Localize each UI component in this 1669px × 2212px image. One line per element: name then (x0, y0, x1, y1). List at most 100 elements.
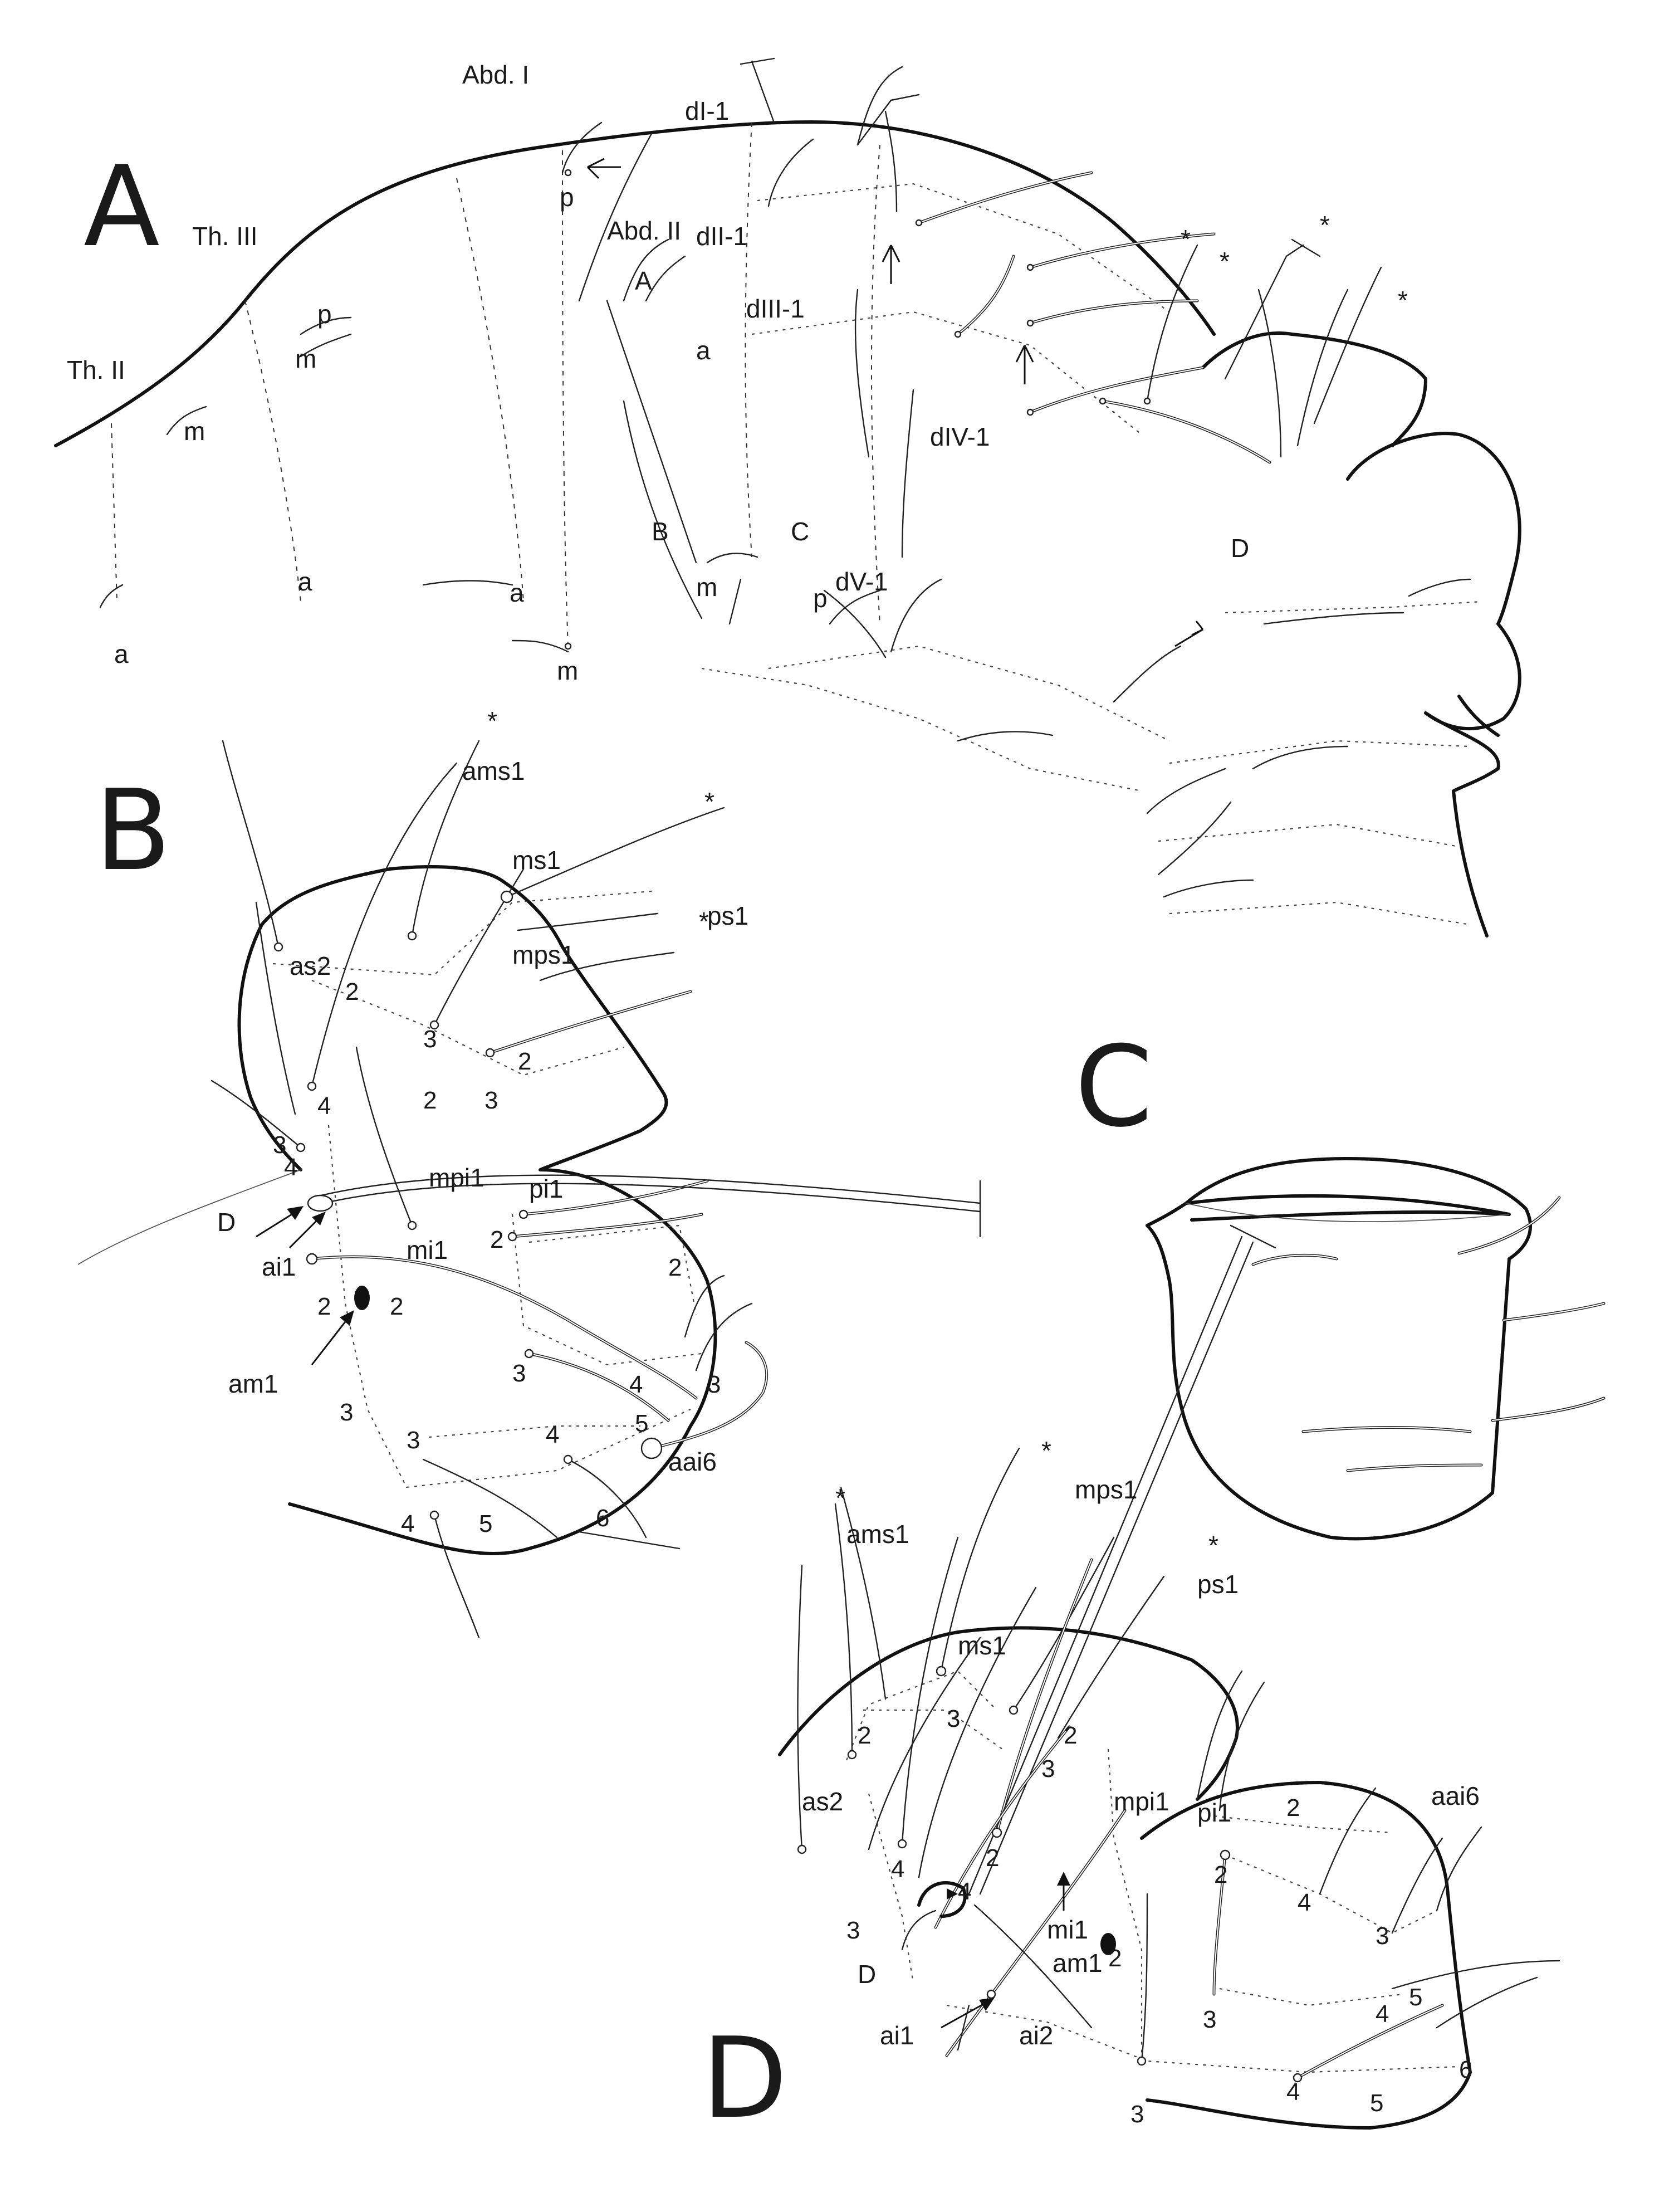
seta-a-1 (578, 133, 653, 302)
d-label-aai6: aai6 (1431, 1781, 1480, 1810)
eye-spot-b-am1 (354, 1286, 370, 1310)
b-num-2g: 2 (390, 1293, 403, 1320)
b-num-3d: 3 (512, 1360, 526, 1387)
d-num-3e: 3 (1203, 2006, 1216, 2033)
b-label-pi1: pi1 (529, 1174, 563, 1203)
dotted-row-6 (1169, 740, 1471, 764)
seg-th2-left (111, 423, 118, 602)
seta-abd2-b (706, 553, 758, 564)
sensillum-b-D-b (311, 1183, 981, 1213)
d-macroseta-3a-inner (1213, 1854, 1226, 1995)
panel-b-neck (77, 1169, 301, 1265)
marker-arrow-abd6 (1174, 621, 1204, 647)
d-seta-pi1 (1218, 1681, 1265, 1811)
c-seta-1-inner (1252, 1254, 1337, 1265)
label-sensillum-b: B (652, 517, 669, 546)
seta-a-18 (1163, 879, 1254, 898)
sensillum-abd4-bar (1224, 244, 1304, 380)
panel-d-outline-top (778, 1626, 1239, 1801)
marker-arrow-abd3-a (882, 245, 900, 284)
seta-a-15 (1113, 645, 1182, 703)
d-num-3c: 3 (846, 1917, 860, 1944)
seta-a-5 (884, 110, 898, 213)
label-star-a3: * (1320, 211, 1330, 240)
d-label-D: D (858, 1960, 876, 1989)
seta-th3-m (300, 333, 352, 358)
d-dotted-5 (1213, 1815, 1393, 1834)
seta-abd2-c (829, 589, 881, 625)
label-star-a2: * (1220, 247, 1230, 276)
panel-a-letter: A (84, 142, 160, 272)
socket-a-2 (1026, 263, 1034, 271)
seta-a-20 (1263, 612, 1404, 625)
seta-b-3d (695, 1302, 753, 1371)
seta-b-mps2 (539, 951, 675, 982)
arrow-b-am1 (311, 1314, 352, 1365)
b-num-3e: 3 (707, 1371, 721, 1398)
d-label-mi1: mi1 (1047, 1915, 1088, 1944)
d-seta-3 (918, 1586, 1037, 1878)
seta-a-7 (901, 389, 914, 558)
socket-b-ams1 (407, 931, 417, 941)
panel-c-letter: C (1075, 1022, 1153, 1152)
dotted-row-4 (701, 667, 1142, 792)
d-seta-mps1 (1012, 1536, 1115, 1711)
panel-d: D (702, 1224, 1560, 2143)
d-num-2f: 2 (1108, 1945, 1122, 1972)
b-label-D: D (217, 1208, 236, 1237)
socket-b-2b (507, 1232, 517, 1242)
d-label-ams1: ams1 (846, 1520, 909, 1549)
label-m-abd2: m (696, 573, 717, 602)
macroseta-a-1 (917, 171, 1093, 224)
socket-b-3 (485, 1048, 495, 1058)
b-star-3: * (699, 907, 709, 936)
c-seta-2 (1457, 1196, 1561, 1255)
seta-b-ams1 (411, 740, 480, 937)
panel-b-head-left (237, 923, 302, 1171)
b-label-mpi1: mpi1 (429, 1163, 484, 1192)
d-socket-2a (847, 1750, 857, 1760)
socket-b-4d (429, 1510, 439, 1520)
b-num-4a: 4 (317, 1092, 331, 1120)
b-label-mps1: mps1 (512, 940, 575, 969)
c-seta-4-inner (1303, 1427, 1471, 1432)
b-num-3c: 3 (273, 1131, 286, 1159)
seta-th3-p (300, 316, 352, 335)
macroseta-b-aai6-inner (651, 1342, 767, 1449)
d-seta-ps1 (1057, 1575, 1165, 1739)
sensillum-dI1-bar-cap (740, 57, 775, 65)
macroseta-b-3b-inner (528, 1353, 669, 1421)
label-dIV1: dIV-1 (930, 422, 990, 451)
d-label-mps1: mps1 (1075, 1475, 1137, 1504)
d-socket-3c (1137, 2056, 1147, 2066)
seta-a-long (606, 300, 697, 564)
seta-abd2-a (645, 255, 686, 302)
d-label-ai1: ai1 (880, 2021, 914, 2050)
d-sensillum-long-b (979, 1241, 1254, 1895)
b-num-2b: 2 (423, 1087, 437, 1114)
d-num-3d: 3 (1376, 1922, 1389, 1950)
d-macroseta-4d-inner (1297, 2005, 1443, 2078)
macroseta-b-ai1-inner (311, 1256, 697, 1399)
d-num-2d: 2 (1286, 1794, 1300, 1822)
b-dotted-5 (511, 1214, 702, 1366)
d-eye-spot-am1 (1100, 1933, 1116, 1955)
d-seta-mpi1 (1196, 1670, 1243, 1800)
macroseta-a-6 (1101, 399, 1271, 464)
b-label-mi1: mi1 (407, 1236, 448, 1264)
b-num-3b: 3 (484, 1087, 498, 1114)
seta-b-ms1 (506, 807, 725, 898)
label-th3: Th. III (192, 222, 258, 251)
panel-a-abd6-lobe (1346, 432, 1521, 937)
panel-b-head-outline (260, 865, 717, 1555)
b-num-4f: 4 (401, 1510, 414, 1537)
label-sensillum-d: D (1231, 534, 1249, 563)
seg-abd1-abd2 (562, 150, 569, 647)
seta-a-14 (890, 578, 942, 653)
label-a-abd1: a (510, 578, 524, 607)
b-dotted-3 (327, 1125, 691, 1488)
d-num-3f: 3 (1130, 2101, 1144, 2128)
b-label-ai1: ai1 (262, 1252, 296, 1281)
b-num-2f: 2 (317, 1293, 331, 1320)
